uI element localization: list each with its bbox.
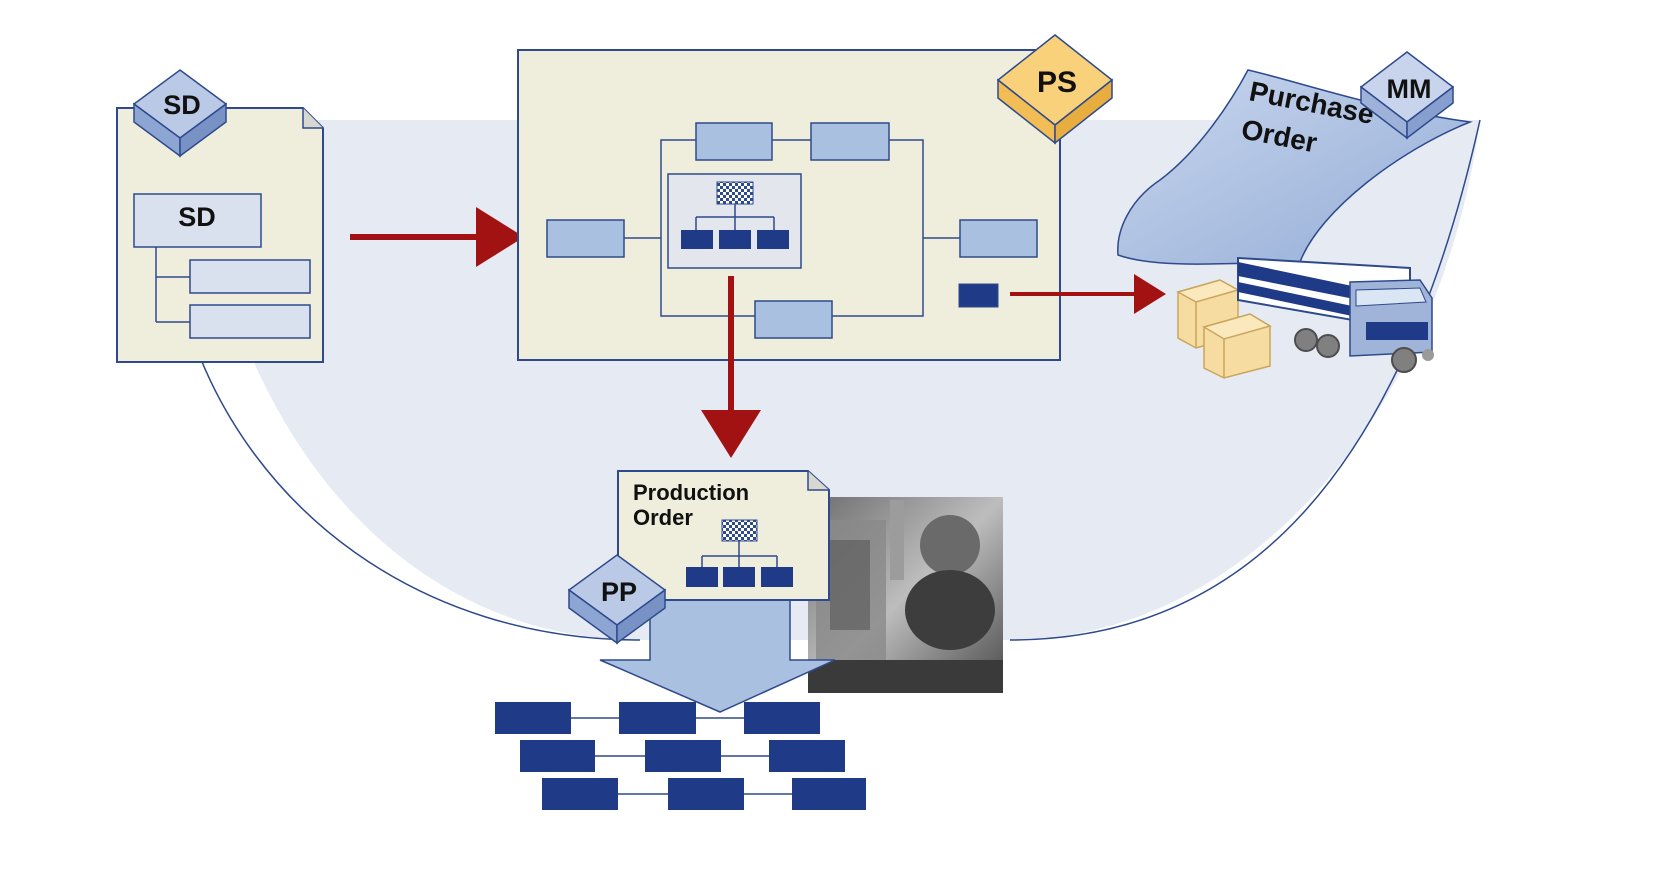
wbs-element [757, 230, 789, 249]
pp-badge: PP [567, 554, 667, 645]
project-structure [517, 49, 1061, 361]
mm-badge: MM [1359, 51, 1455, 140]
operations-grid [495, 702, 866, 810]
activity-block [546, 219, 625, 258]
production-flow-arrow [599, 599, 836, 713]
sd-badge-label: SD [163, 90, 201, 120]
mm-badge-label: MM [1387, 74, 1432, 104]
activity-block [754, 300, 833, 339]
operation-block [520, 740, 595, 772]
sd-badge: SD [132, 69, 228, 158]
operation-block [645, 740, 721, 772]
sd-header-label: SD [178, 202, 216, 232]
activity-block [959, 219, 1038, 258]
truck-icon [1237, 256, 1434, 373]
operation-block [769, 740, 845, 772]
wbs-element [719, 230, 751, 249]
sd-item-box [189, 304, 311, 339]
operation-block [542, 778, 618, 810]
ps-badge: PS [996, 34, 1114, 145]
production-order-line1: Production [633, 480, 749, 505]
operation-block [744, 702, 820, 734]
boxes-icon [1176, 279, 1272, 379]
activity-block [810, 122, 890, 161]
network-hierarchy-icon [721, 519, 758, 542]
activity-block [695, 122, 773, 161]
operation-block [619, 702, 696, 734]
production-order-line2: Order [633, 505, 693, 530]
sd-item-box [189, 259, 311, 294]
ps-badge-label: PS [1037, 66, 1077, 99]
sales-document: SD [116, 107, 324, 363]
operation-block [792, 778, 866, 810]
sd-header-box [133, 193, 262, 248]
network-hierarchy-icon [716, 181, 754, 205]
background-arc-outline [189, 119, 1481, 641]
order-element [723, 567, 755, 587]
pp-badge-label: PP [601, 577, 637, 607]
order-element [686, 567, 718, 587]
machinist-photo [808, 497, 1003, 693]
wbs-element [681, 230, 713, 249]
operation-block [668, 778, 744, 810]
operation-block [495, 702, 571, 734]
order-element [761, 567, 793, 587]
milestone-block [958, 283, 999, 308]
